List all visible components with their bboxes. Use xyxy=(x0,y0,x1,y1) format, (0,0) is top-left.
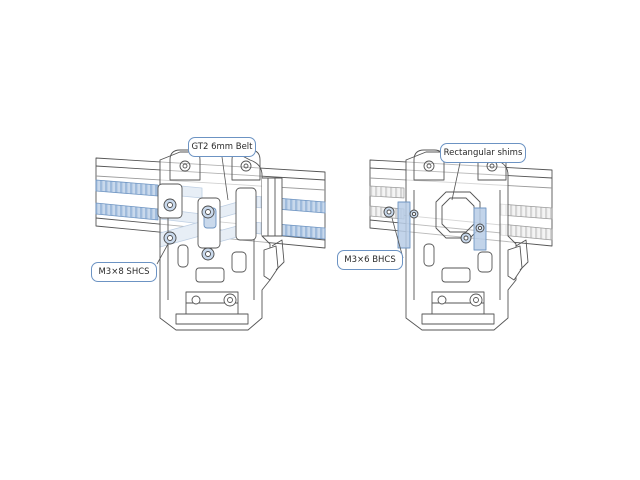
right-carriage-plate xyxy=(405,149,529,331)
screw-6 xyxy=(409,209,419,219)
screw-4 xyxy=(201,247,215,261)
left-screws xyxy=(163,198,215,261)
left-leaders xyxy=(156,156,229,265)
shim-left xyxy=(397,201,411,249)
screw-2 xyxy=(201,205,215,219)
screw-8 xyxy=(475,223,485,233)
right-screws xyxy=(383,206,485,244)
right-assembly xyxy=(369,149,553,331)
screw-3 xyxy=(163,231,177,245)
screw-5 xyxy=(383,206,395,218)
callout-gt2-belt: GT2 6mm Belt xyxy=(188,137,256,157)
callout-m3x8-shcs: M3×8 SHCS xyxy=(91,262,157,282)
left-assembly xyxy=(95,149,326,331)
callout-m3x6-bhcs: M3×6 BHCS xyxy=(337,250,403,270)
callout-rectangular-shims: Rectangular shims xyxy=(440,143,526,163)
screw-1 xyxy=(163,198,177,212)
screw-7 xyxy=(460,232,472,244)
